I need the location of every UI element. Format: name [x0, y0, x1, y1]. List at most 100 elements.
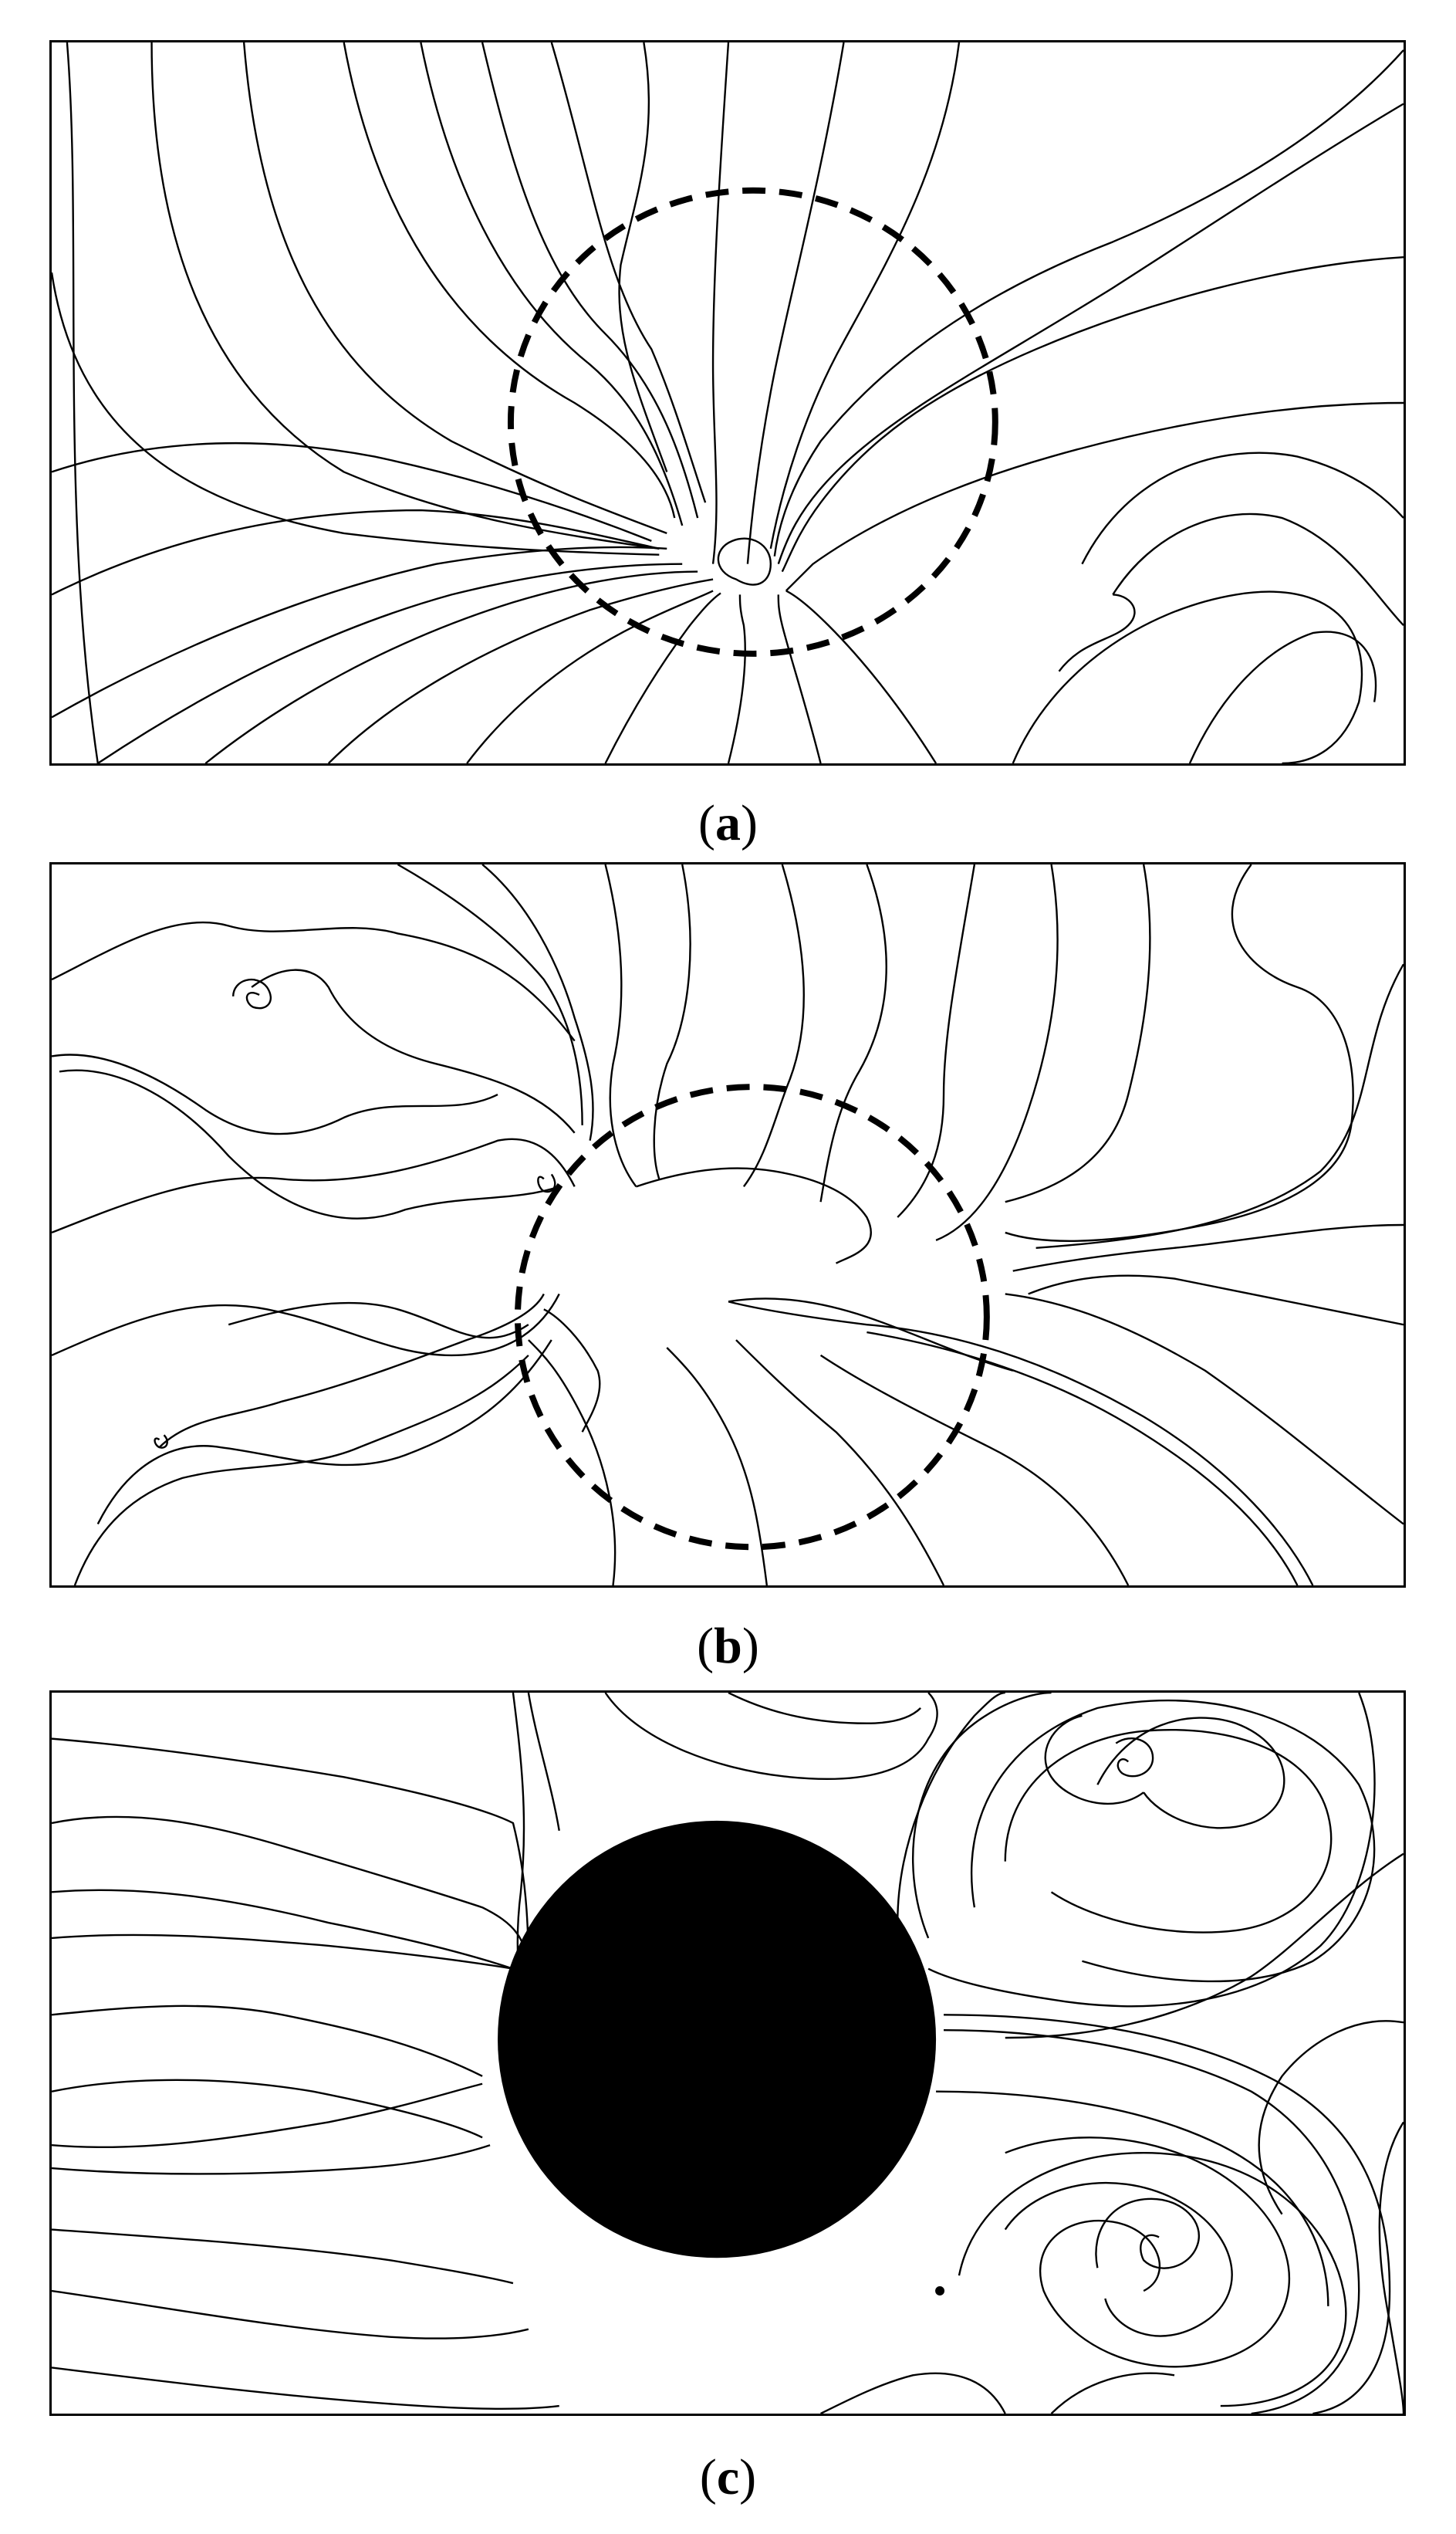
streamline [867, 1331, 1299, 1585]
streamline [927, 1693, 1376, 2008]
streamline [59, 1069, 560, 1220]
streamline [52, 1889, 514, 1970]
streamline [717, 537, 772, 586]
streamline [735, 1339, 945, 1585]
streamline [935, 864, 1059, 1241]
streamline [550, 42, 707, 503]
streamline [52, 1933, 514, 1970]
streamline-plot-a [52, 42, 1404, 763]
streamline [1028, 1274, 1404, 1326]
streamline [150, 42, 660, 550]
streamline [785, 590, 937, 763]
streamline [1112, 513, 1404, 626]
streamline [1050, 2372, 1175, 2414]
streamline [897, 864, 976, 1218]
streamline [66, 42, 99, 763]
streamline [912, 1693, 1052, 1939]
panel-c-streamlines [49, 1690, 1406, 2416]
streamline [52, 2144, 491, 2175]
streamline [728, 1297, 1014, 1372]
streamline [785, 401, 1404, 592]
streamline [728, 1301, 1314, 1585]
dashed-circle [514, 1084, 990, 1551]
streamline [1044, 1714, 1144, 1805]
streamline [711, 42, 730, 564]
streamline [52, 2079, 483, 2139]
streamline [727, 594, 746, 763]
streamline [958, 2151, 1347, 2407]
panel-b-streamlines [49, 862, 1406, 1588]
streamline [52, 1054, 498, 1135]
streamline [204, 570, 698, 763]
streamline [52, 272, 660, 556]
streamline [52, 2005, 483, 2077]
streamline [52, 1293, 560, 1357]
streamline [52, 921, 576, 1042]
streamline [819, 864, 887, 1203]
streamline [52, 442, 652, 542]
vortex-dot [935, 2286, 945, 2295]
streamline [944, 2028, 1360, 2414]
streamline [636, 1167, 872, 1264]
streamline [746, 42, 845, 564]
streamline [1012, 1223, 1404, 1272]
streamline-plot-c [52, 1693, 1404, 2414]
streamline [327, 578, 714, 763]
streamline [343, 42, 676, 519]
streamline [604, 592, 721, 763]
streamline [777, 594, 822, 763]
streamline [819, 1354, 1130, 1585]
streamline [52, 509, 660, 596]
streamline [1005, 1293, 1404, 1525]
streamline [73, 1355, 529, 1585]
caption-c: (c) [699, 2449, 757, 2505]
streamline [1004, 2181, 1233, 2337]
streamline [1035, 963, 1404, 1249]
streamline [781, 256, 1404, 573]
streamline [96, 1339, 552, 1525]
streamline [769, 42, 961, 550]
dashed-circle [507, 187, 998, 657]
streamline-plot-b [52, 864, 1404, 1585]
streamline [1005, 864, 1151, 1203]
streamline [1012, 590, 1363, 763]
streamline [1005, 1852, 1404, 2039]
streamline [97, 563, 683, 763]
vortex [1115, 1737, 1154, 1778]
streamline [52, 2228, 514, 2285]
streamline [820, 2372, 1006, 2414]
streamline [728, 1693, 921, 1724]
streamline [158, 1293, 545, 1448]
streamline [52, 1138, 576, 1234]
streamline [420, 42, 684, 526]
caption-b: (b) [697, 1618, 759, 1674]
panel-a-streamlines [49, 40, 1406, 766]
streamline [251, 969, 576, 1134]
streamline [52, 2289, 529, 2339]
black-cylinder [498, 1820, 937, 2258]
streamline [1188, 631, 1377, 763]
streamline [1096, 1717, 1285, 1829]
streamline [1081, 452, 1404, 565]
streamline [242, 42, 667, 535]
streamline [1004, 1729, 1333, 1933]
caption-a: (a) [698, 795, 758, 851]
streamline [897, 1693, 1005, 1923]
streamline [466, 590, 714, 763]
streamline [653, 864, 691, 1179]
streamline [1058, 594, 1136, 672]
streamline [1258, 2020, 1404, 2215]
streamline [604, 1693, 938, 1780]
streamline [52, 1815, 530, 1977]
streamline [52, 1737, 530, 1984]
streamline [742, 864, 805, 1188]
streamline [481, 42, 699, 519]
streamline [618, 42, 668, 472]
streamline [397, 864, 583, 1125]
streamline [481, 864, 594, 1141]
streamline [52, 546, 667, 719]
streamline [228, 1301, 529, 1339]
streamline [666, 1347, 769, 1585]
streamline [604, 864, 637, 1188]
streamline [944, 2014, 1391, 2414]
